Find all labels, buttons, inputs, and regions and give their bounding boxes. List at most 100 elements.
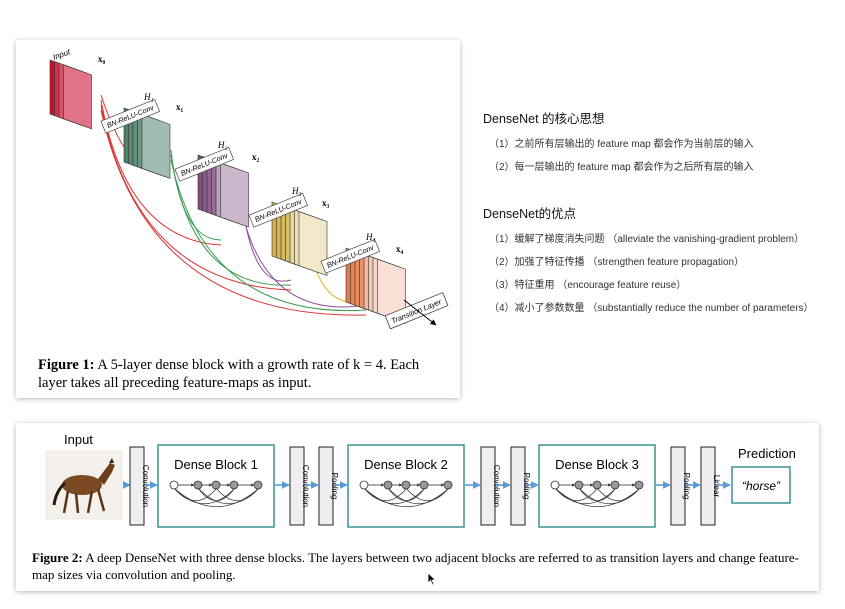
- linear-layer: Linear: [700, 446, 721, 526]
- transition-arrow: [403, 299, 437, 326]
- advantage-item: （2）加强了特征传播 （strengthen feature propagati…: [489, 257, 745, 268]
- h4-label: H₄: [365, 232, 376, 242]
- convolution-layer: Convolution: [289, 446, 310, 526]
- core-idea-notes: DenseNet 的核心思想 （1）之前所有层输出的 feature map 都…: [483, 108, 833, 181]
- layer-frame: [480, 446, 496, 526]
- x0-label: x₀: [98, 54, 106, 64]
- layer-frame: [700, 446, 716, 526]
- x1-label: x₁: [176, 102, 184, 112]
- dense-node: [634, 480, 644, 490]
- layer-frame: [129, 446, 145, 526]
- skip-curve: [596, 487, 640, 502]
- horse-image: [45, 450, 123, 520]
- prediction-value: “horse”: [742, 479, 781, 493]
- densenet-pipeline-diagram: Input Prediction Convolution Dense Block …: [45, 432, 796, 528]
- layer-label: Pooling: [522, 473, 531, 500]
- dense-node: [169, 480, 179, 490]
- advantages-notes: DenseNet的优点 （1）缓解了梯度消失问题 （alleviate the …: [483, 203, 833, 322]
- skip-curve: [197, 487, 259, 504]
- x4-label: x₄: [396, 244, 404, 254]
- dense-block-label: Dense Block 3: [555, 457, 639, 472]
- pooling-layer: Pooling: [318, 446, 339, 526]
- dense-block-label: Dense Block 1: [174, 457, 258, 472]
- pooling-layer: Pooling: [510, 446, 531, 526]
- layer-label: Convolution: [301, 465, 310, 507]
- h3-label: H₃: [291, 186, 302, 196]
- dense-block: Dense Block 2: [347, 444, 465, 528]
- skip-curve: [554, 487, 616, 504]
- feature-map-layer: [141, 113, 171, 179]
- feature-map-stacks: [49, 59, 406, 324]
- feature-map-layer: [63, 64, 92, 130]
- layer-frame: [510, 446, 526, 526]
- layer-label: Pooling: [682, 473, 691, 500]
- figure-1-caption-label: Figure 1:: [38, 357, 95, 373]
- dense-node: [229, 480, 239, 490]
- op-box-frame: [174, 146, 235, 182]
- advantages-title: DenseNet的优点: [483, 207, 577, 221]
- pipeline: Convolution Dense Block 1 Convolution Pooli…: [122, 444, 791, 528]
- input-label: Input: [64, 432, 93, 447]
- convolution-layer: Convolution: [480, 446, 501, 526]
- figure-2-panel: Input Prediction Convolution Dense Block …: [16, 423, 819, 591]
- dense-node: [401, 480, 411, 490]
- dense-node: [550, 480, 560, 490]
- layer-frame: [318, 446, 334, 526]
- feature-map-layer: [298, 211, 328, 277]
- figure-1-caption-text: A 5-layer dense block with a growth rate…: [38, 357, 420, 391]
- dense-node: [193, 480, 203, 490]
- bn-relu-conv-box: BN-ReLU-Conv: [100, 98, 161, 134]
- figure-1-caption: Figure 1: A 5-layer dense block with a g…: [38, 356, 448, 392]
- op-box-frame: [100, 98, 161, 134]
- dense-node: [610, 480, 620, 490]
- dense-block-diagram: BN-ReLU-ConvBN-ReLU-ConvBN-ReLU-ConvBN-R…: [49, 47, 449, 330]
- dense-node: [211, 480, 221, 490]
- x2-label: x₂: [252, 152, 260, 162]
- op-box-frame: [248, 192, 309, 228]
- core-idea-title: DenseNet 的核心思想: [483, 112, 605, 126]
- skip-curve: [173, 487, 235, 504]
- figure-2-caption: Figure 2: A deep DenseNet with three den…: [32, 549, 812, 583]
- dense-node: [383, 480, 393, 490]
- layer-label: Linear: [712, 475, 721, 498]
- dense-block-label: Dense Block 2: [364, 457, 448, 472]
- skip-curve: [215, 487, 259, 502]
- mouse-cursor-icon: [427, 572, 437, 586]
- prediction-label: Prediction: [738, 446, 796, 461]
- skip-curve: [405, 487, 449, 502]
- feature-map-layer: [220, 162, 249, 228]
- pooling-layer: Pooling: [670, 446, 691, 526]
- op-box-frame: [320, 238, 381, 274]
- skip-curve: [387, 487, 449, 504]
- prediction-frame: [731, 466, 791, 504]
- layer-frame: [670, 446, 686, 526]
- skip-curve: [173, 487, 259, 507]
- prediction-box: “horse”: [731, 466, 791, 504]
- skip-curve: [554, 487, 640, 507]
- h2-label: H₂: [217, 140, 228, 150]
- layer-frame: [289, 446, 305, 526]
- convolution-layer: Convolution: [129, 446, 150, 526]
- advantage-item: （4）减小了参数数量 （substantially reduce the num…: [489, 303, 814, 314]
- dense-node: [574, 480, 584, 490]
- dense-node: [359, 480, 369, 490]
- figure-2-caption-label: Figure 2:: [32, 550, 83, 565]
- figure-2-caption-text: A deep DenseNet with three dense blocks.…: [32, 550, 799, 582]
- feature-map-layer: [377, 258, 406, 324]
- layer-label: Pooling: [330, 473, 339, 500]
- dense-node: [253, 480, 263, 490]
- dense-block: Dense Block 1: [157, 444, 275, 528]
- dense-node: [443, 480, 453, 490]
- skip-curve: [363, 487, 449, 507]
- layer-label: Convolution: [492, 465, 501, 507]
- input-label: Input: [52, 47, 73, 62]
- advantage-item: （1）缓解了梯度消失问题 （alleviate the vanishing-gr…: [489, 234, 805, 245]
- dense-node: [592, 480, 602, 490]
- x3-label: x₃: [322, 198, 330, 208]
- advantage-item: （3）特征重用 （encourage feature reuse）: [489, 280, 687, 291]
- h1-label: H₁: [143, 92, 154, 102]
- core-idea-item: （1）之前所有层输出的 feature map 都会作为当前层的输入: [489, 139, 754, 150]
- core-idea-item: （2）每一层输出的 feature map 都会作为之后所有层的输入: [489, 162, 754, 173]
- skip-curve: [363, 487, 425, 504]
